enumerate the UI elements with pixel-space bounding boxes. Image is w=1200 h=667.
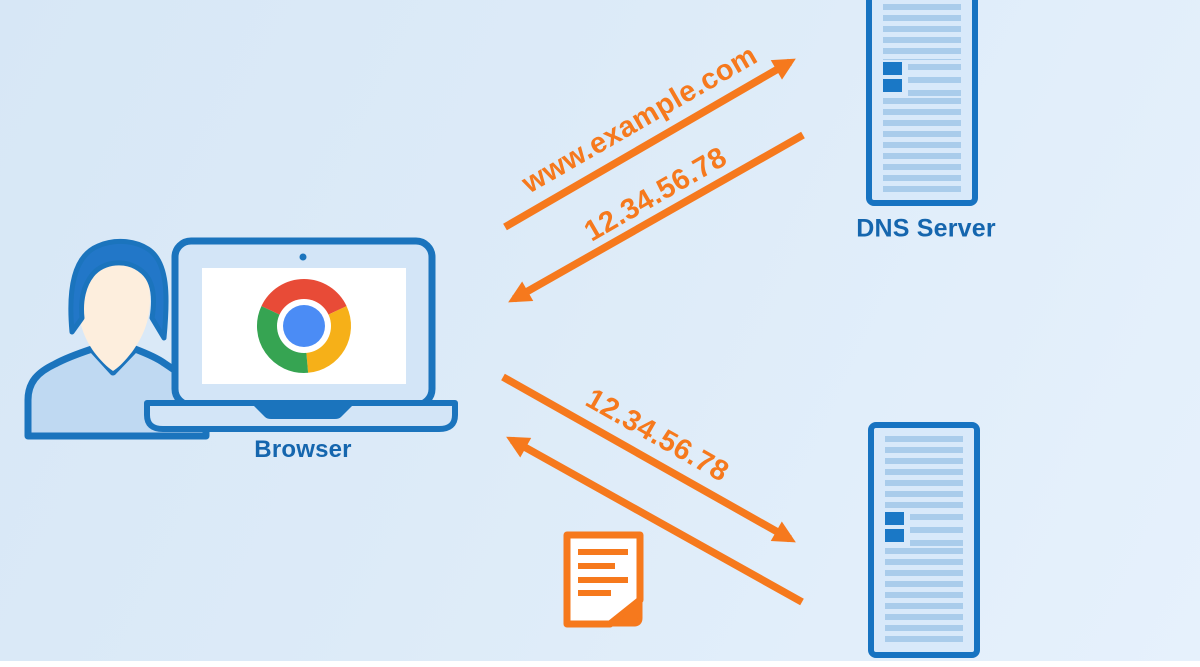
server-slats — [883, 98, 961, 192]
http-request-arrow — [501, 373, 796, 543]
server-drive-unit — [885, 512, 963, 546]
server-unit-lines — [908, 62, 961, 96]
dns-request-arrow — [503, 58, 796, 231]
chrome-blue-core — [283, 305, 325, 347]
server-slats — [885, 436, 963, 510]
dns-server-label: DNS Server — [856, 214, 996, 243]
user-hair — [68, 239, 169, 341]
document-fold-corner — [607, 597, 643, 627]
dns-server-icon — [866, 0, 978, 206]
dns-server-panel — [872, 0, 972, 200]
server-line — [908, 77, 961, 83]
document-text-lines — [578, 549, 628, 596]
server-led-blocks — [883, 62, 902, 96]
chrome-browser-icon — [256, 278, 352, 373]
web-server-icon — [868, 422, 980, 658]
dns-response-arrow — [508, 131, 805, 303]
document-icon — [563, 531, 644, 628]
server-slats — [883, 0, 961, 60]
http-response-arrow — [506, 436, 804, 606]
server-line — [908, 90, 961, 96]
user-face — [78, 248, 150, 371]
web-server-panel — [874, 428, 974, 652]
server-led-blocks — [885, 512, 904, 546]
server-led — [885, 512, 904, 525]
webcam-icon — [299, 253, 307, 261]
image-bottom-edge — [0, 661, 1200, 667]
server-led — [883, 79, 902, 92]
browser-device — [144, 237, 458, 432]
server-led — [885, 529, 904, 542]
server-slats — [885, 548, 963, 644]
server-line — [908, 64, 961, 70]
user-icon — [24, 239, 210, 440]
server-led — [883, 62, 902, 75]
server-line — [910, 527, 963, 533]
browser-label: Browser — [254, 436, 352, 463]
laptop-base-notch — [254, 406, 352, 419]
server-drive-unit — [883, 62, 961, 96]
server-line — [910, 514, 963, 520]
server-unit-lines — [910, 512, 963, 546]
server-line — [910, 540, 963, 546]
